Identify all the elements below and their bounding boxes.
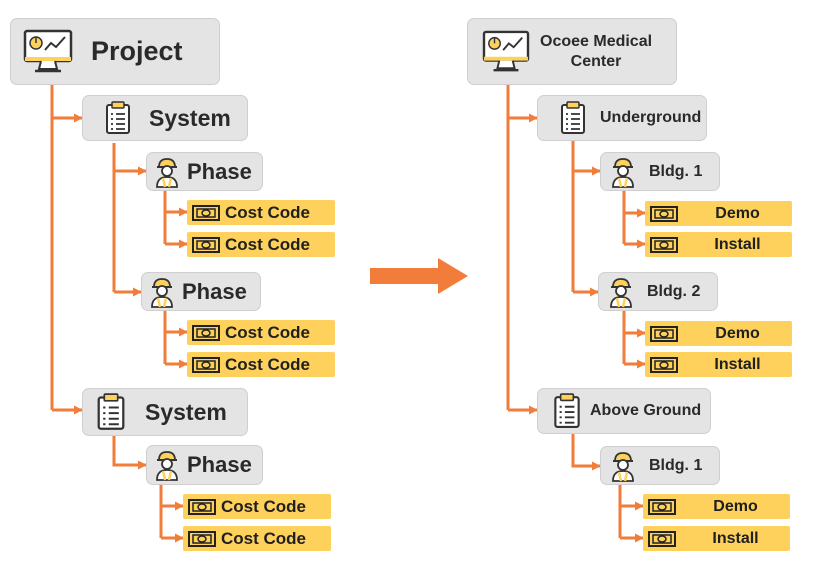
cost-code-item: Cost Code (187, 232, 335, 257)
money-bill-icon (192, 236, 220, 253)
system-label: Above Ground (590, 402, 702, 419)
money-bill-icon (650, 236, 678, 253)
worker-icon (155, 156, 179, 188)
cost-code-label: Cost Code (225, 202, 310, 222)
project-label-line2: Center (570, 52, 622, 70)
clipboard-icon (560, 101, 586, 135)
project-label: Ocoee Medical Center (540, 32, 652, 72)
money-bill-icon (192, 324, 220, 341)
cost-code-item: Install (645, 352, 792, 377)
project-label: Project (91, 36, 183, 66)
worker-icon (611, 450, 635, 482)
clipboard-icon (95, 393, 127, 431)
worker-icon (611, 156, 635, 188)
system-label: Underground (600, 109, 702, 126)
cost-code-item: Cost Code (187, 320, 335, 345)
money-bill-icon (192, 204, 220, 221)
money-bill-icon (650, 356, 678, 373)
left-project-node: Project (10, 18, 220, 85)
phase-label: Phase (187, 158, 252, 184)
worker-icon (155, 449, 179, 481)
left-system-node: System (82, 388, 248, 436)
right-project-node: Ocoee Medical Center (467, 18, 677, 85)
right-system-node: Underground (537, 95, 707, 141)
cost-code-item: Demo (643, 494, 790, 519)
money-bill-icon (650, 205, 678, 222)
project-label-line1: Ocoee Medical (540, 32, 653, 50)
cost-code-label: Install (714, 355, 761, 373)
cost-code-label: Cost Code (225, 354, 310, 374)
monitor-chart-icon (482, 30, 530, 74)
money-bill-icon (648, 530, 676, 547)
transition-arrow-icon (370, 258, 468, 294)
left-phase-node: Phase (146, 445, 263, 485)
phase-label: Phase (187, 452, 252, 477)
money-bill-icon (650, 325, 678, 342)
system-label: System (149, 104, 231, 131)
cost-code-label: Demo (715, 324, 760, 342)
cost-code-label: Demo (713, 497, 758, 515)
clipboard-icon (105, 101, 131, 135)
money-bill-icon (188, 530, 216, 547)
cost-code-label: Cost Code (221, 528, 306, 548)
money-bill-icon (188, 498, 216, 515)
cost-code-item: Cost Code (183, 526, 331, 551)
cost-code-item: Demo (645, 321, 792, 346)
cost-code-item: Install (645, 232, 792, 257)
left-phase-node: Phase (146, 152, 263, 191)
worker-icon (150, 276, 174, 308)
money-bill-icon (192, 356, 220, 373)
right-phase-node: Bldg. 2 (598, 272, 718, 311)
cost-code-label: Cost Code (225, 322, 310, 342)
right-system-node: Above Ground (537, 388, 711, 434)
system-label: System (145, 398, 227, 425)
phase-label: Bldg. 2 (647, 282, 701, 300)
phase-label: Bldg. 1 (649, 162, 703, 180)
worker-icon (609, 276, 633, 308)
left-phase-node: Phase (141, 272, 261, 311)
clipboard-icon (552, 393, 582, 429)
left-system-node: System (82, 95, 248, 141)
cost-code-label: Demo (715, 204, 760, 222)
right-phase-node: Bldg. 1 (600, 152, 720, 191)
cost-code-item: Install (643, 526, 790, 551)
right-phase-node: Bldg. 1 (600, 446, 720, 485)
phase-label: Phase (182, 278, 247, 304)
money-bill-icon (648, 498, 676, 515)
cost-code-item: Demo (645, 201, 792, 226)
cost-code-item: Cost Code (183, 494, 331, 519)
cost-code-label: Install (714, 235, 761, 253)
monitor-chart-icon (23, 29, 73, 75)
cost-code-item: Cost Code (187, 352, 335, 377)
cost-code-label: Install (712, 529, 759, 547)
phase-label: Bldg. 1 (649, 456, 703, 474)
cost-code-item: Cost Code (187, 200, 335, 225)
cost-code-label: Cost Code (221, 496, 306, 516)
cost-code-label: Cost Code (225, 234, 310, 254)
